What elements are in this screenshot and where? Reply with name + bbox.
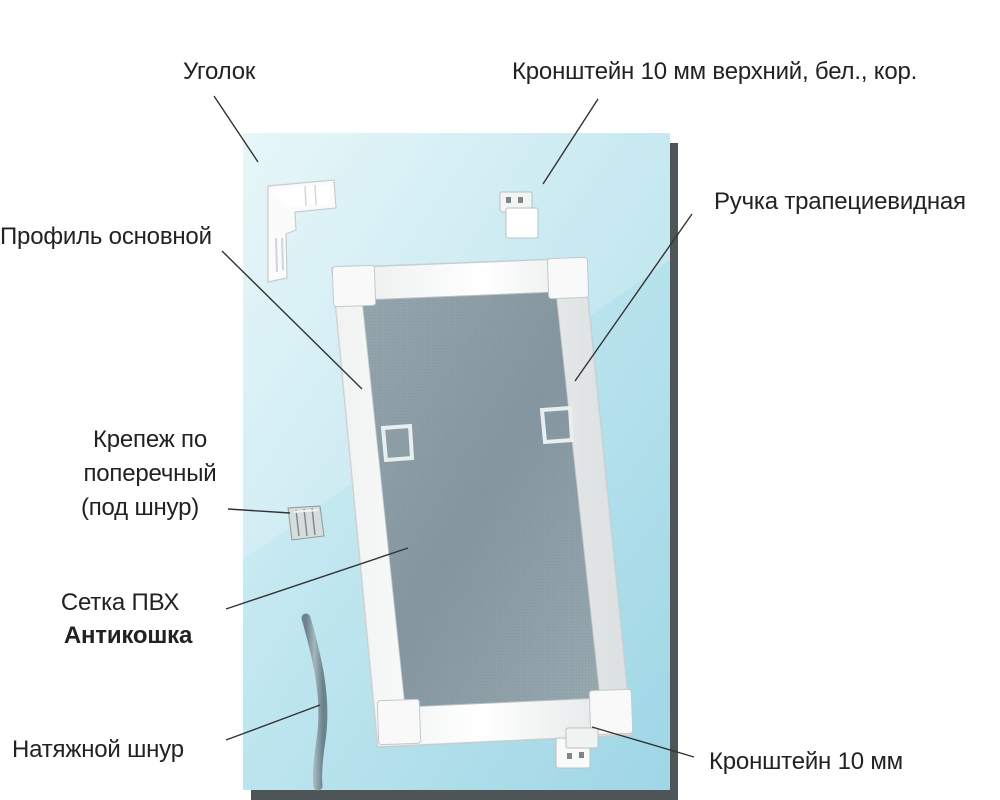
- corner-joint-tr: [546, 256, 590, 300]
- corner-piece: [267, 179, 337, 283]
- corner-joint-br: [588, 688, 634, 736]
- leader-fastener: [227, 508, 291, 514]
- label-handle: Ручка трапециевидная: [714, 188, 966, 215]
- corner-joint-tl: [331, 264, 377, 308]
- leader-corner: [213, 95, 259, 163]
- leader-cord: [225, 704, 321, 741]
- label-profile: Профиль основной: [0, 223, 212, 250]
- transverse-fastener: [287, 505, 325, 541]
- label-mesh-line1: Сетка ПВХ: [60, 589, 180, 616]
- leader-handle: [574, 213, 693, 382]
- mesh-handle-right: [539, 405, 575, 445]
- leader-mesh: [225, 547, 409, 610]
- label-fastener-line1: Крепеж по: [92, 426, 208, 453]
- leader-lines: [213, 95, 695, 758]
- label-fastener-line3: (под шнур): [80, 494, 200, 521]
- label-fastener-line2: поперечный: [83, 460, 217, 487]
- bottom-bracket: [555, 727, 599, 769]
- corner-joint-bl: [376, 698, 422, 746]
- label-cord: Натяжной шнур: [12, 736, 184, 763]
- leader-profile: [221, 250, 363, 390]
- tension-cord: [301, 613, 328, 791]
- leader-bracket-top: [542, 98, 599, 185]
- leader-bracket-bottom: [591, 726, 695, 758]
- label-bracket-bottom: Кронштейн 10 мм: [709, 748, 903, 775]
- label-mesh-line2: Антикошка: [63, 622, 193, 649]
- mosquito-net-frame: [331, 256, 634, 748]
- label-bracket-top: Кронштейн 10 мм верхний, бел., кор.: [512, 58, 918, 85]
- top-bracket: [499, 191, 539, 239]
- label-corner: Уголок: [183, 58, 256, 85]
- mesh-handle-left: [380, 423, 415, 463]
